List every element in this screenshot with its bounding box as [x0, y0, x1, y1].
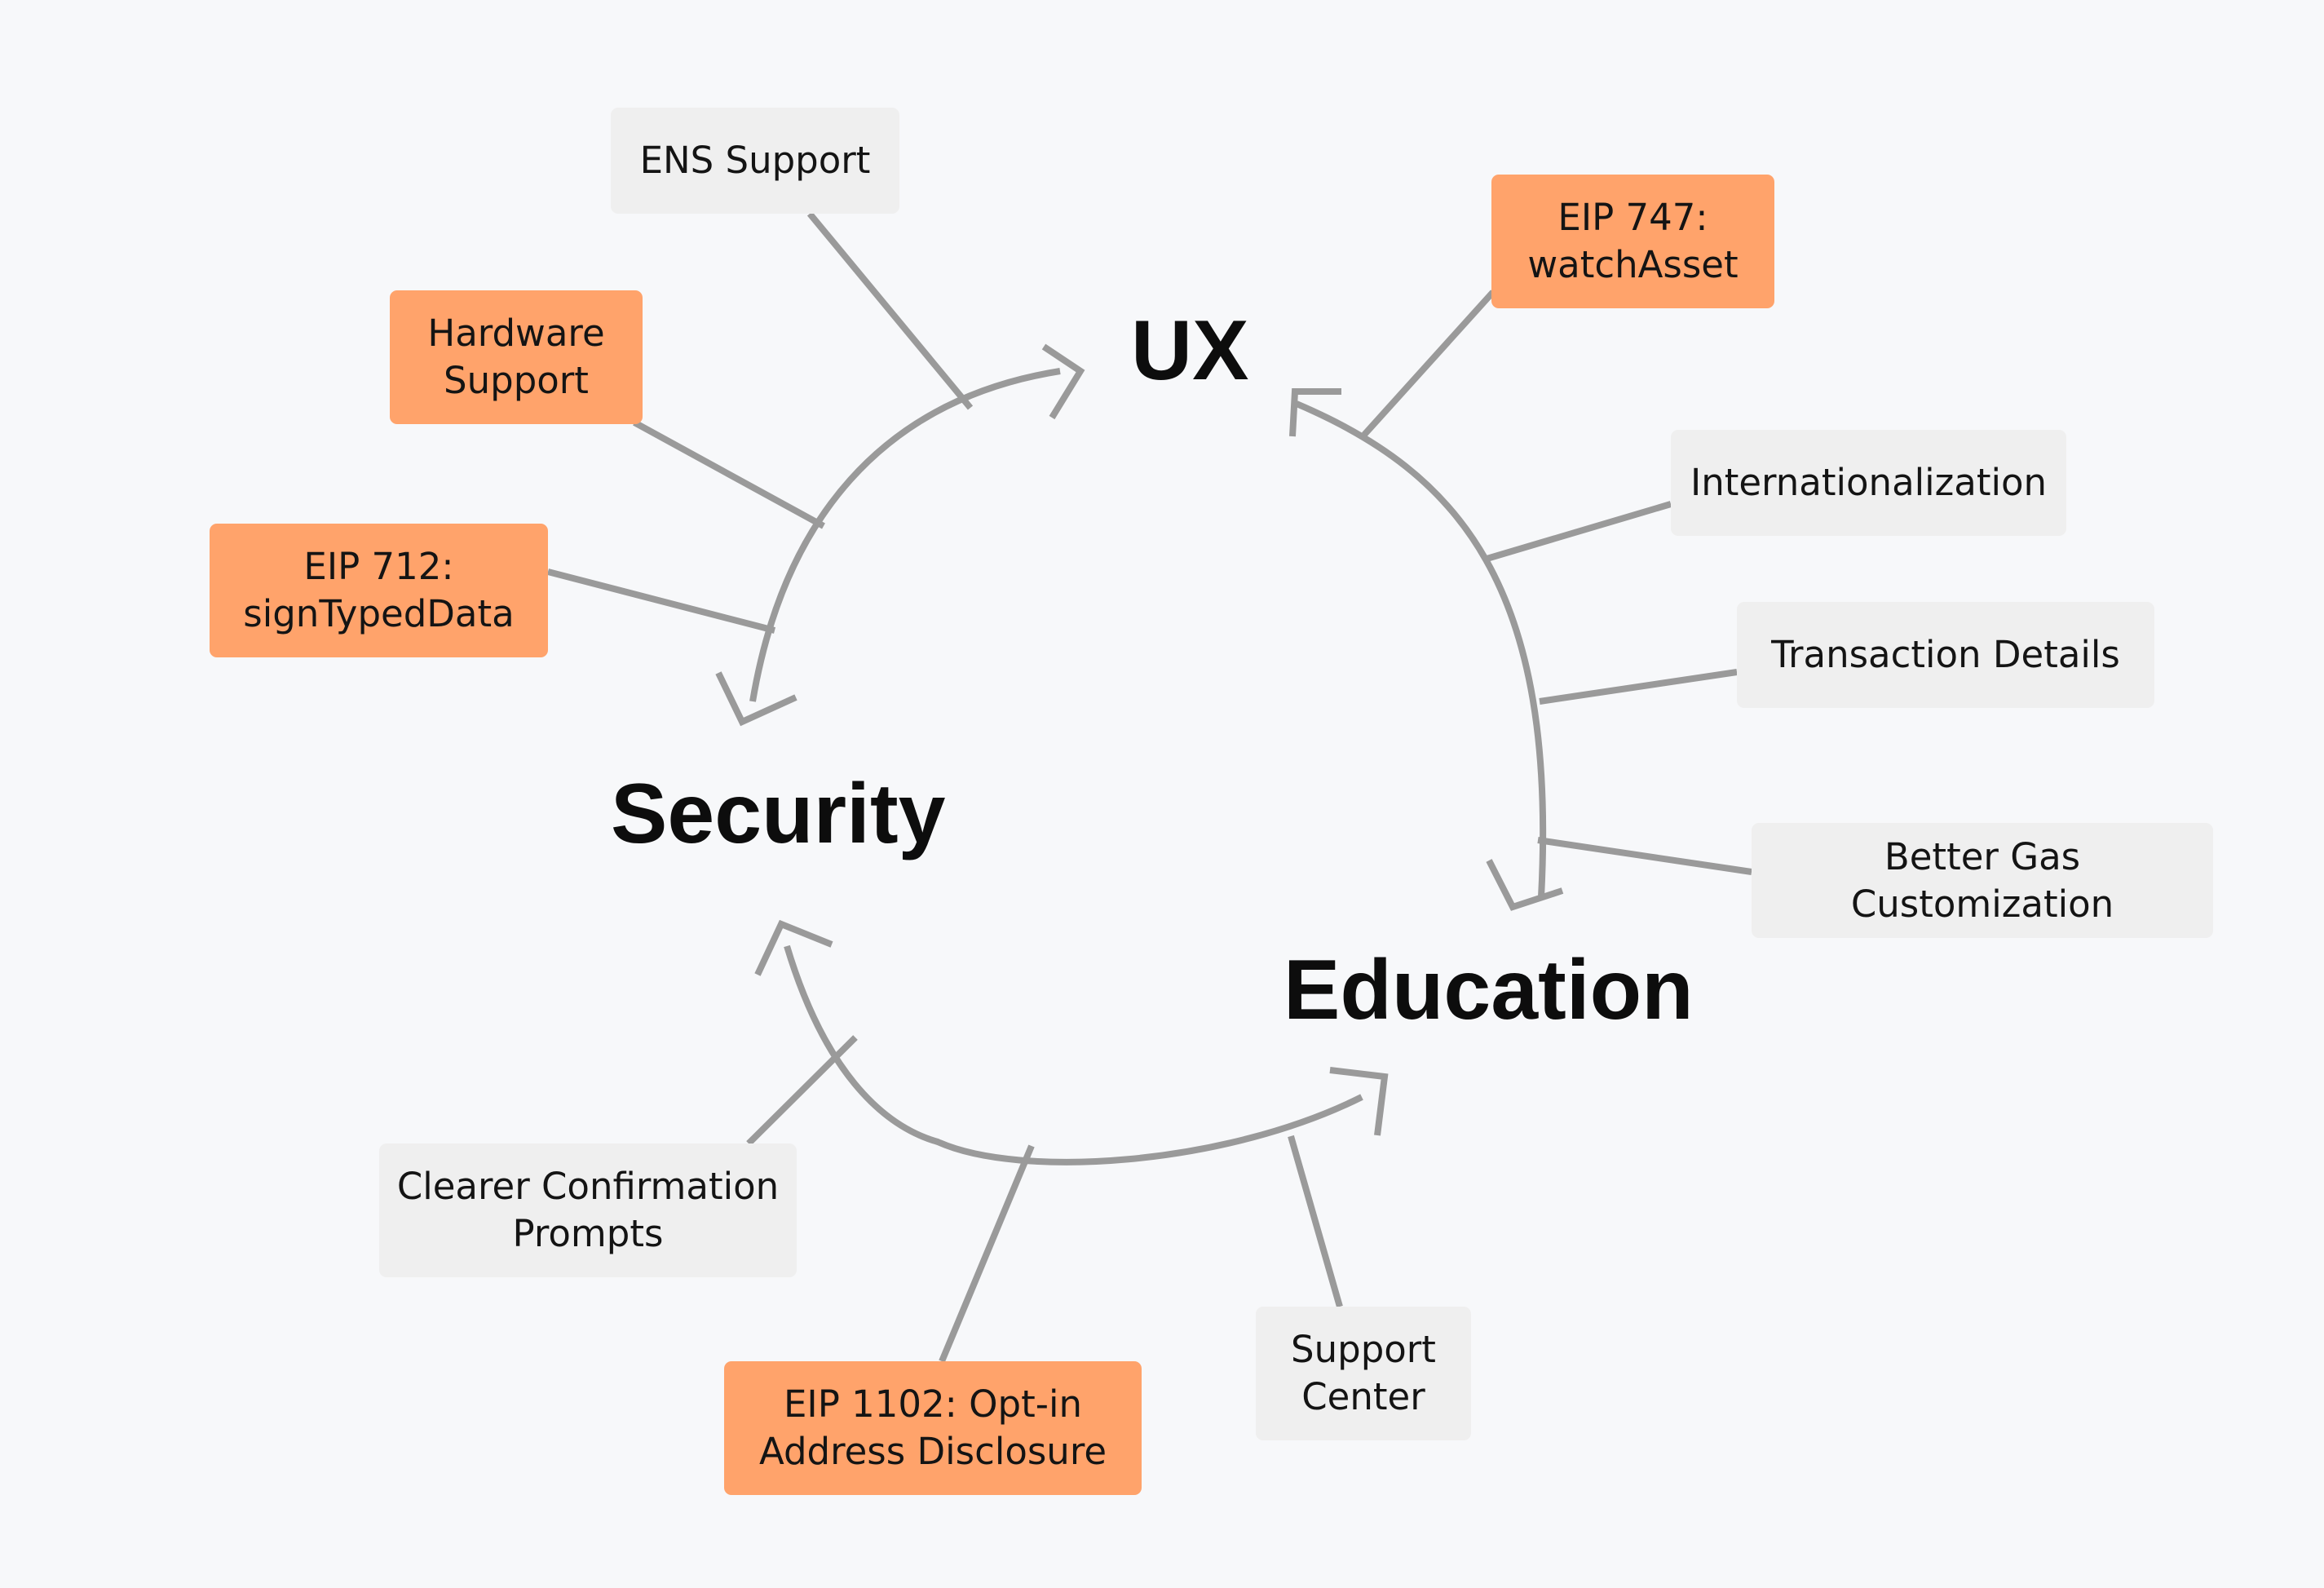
arrowhead-education [1486, 859, 1564, 911]
arrowhead-ux [1041, 343, 1085, 420]
connector-hardware [633, 419, 825, 529]
note-ens-support: ENS Support [611, 108, 899, 214]
arc-ux-to-education [1295, 400, 1547, 898]
note-clearer-confirmation-prompts: Clearer Confirmation Prompts [379, 1143, 797, 1277]
hub-ux: UX [1131, 303, 1249, 398]
note-transaction-details: Transaction Details [1737, 602, 2154, 708]
connector-txdetails [1539, 669, 1738, 705]
note-label: Better Gas Customization [1850, 834, 2114, 926]
connector-gas [1537, 837, 1752, 875]
note-eip-747: EIP 747: watchAsset [1491, 175, 1774, 308]
note-hardware-support: Hardware Support [390, 290, 643, 424]
note-label: EIP 747: watchAsset [1527, 196, 1739, 286]
note-eip-712: EIP 712: signTypedData [210, 524, 548, 657]
arrowhead-ux-right [1289, 388, 1341, 437]
arc-security-to-ux [749, 368, 1061, 702]
note-support-center: Support Center [1256, 1307, 1471, 1440]
note-label: Clearer Confirmation Prompts [396, 1165, 780, 1255]
arrowhead-security [715, 671, 797, 727]
connector-i18n [1482, 501, 1672, 563]
hub-education: Education [1284, 943, 1694, 1037]
arrowhead-security-lower [754, 919, 833, 976]
note-label: EIP 712: signTypedData [243, 545, 515, 635]
arc-education-to-security [784, 944, 1363, 1166]
note-eip-1102: EIP 1102: Opt-in Address Disclosure [724, 1361, 1142, 1495]
connector-eip1102 [939, 1144, 1035, 1363]
note-label: Internationalization [1690, 461, 2048, 505]
hub-security: Security [611, 767, 946, 861]
note-label: Support Center [1291, 1328, 1436, 1418]
note-label: Hardware Support [427, 312, 605, 402]
connector-ens [806, 211, 974, 410]
note-better-gas-customization: Better Gas Customization [1752, 823, 2213, 938]
connector-eip712 [546, 568, 776, 634]
arrowhead-education-lower [1329, 1067, 1389, 1136]
connector-eip747 [1362, 290, 1496, 437]
note-label: EIP 1102: Opt-in Address Disclosure [758, 1382, 1107, 1473]
note-label: ENS Support [639, 139, 871, 183]
note-internationalization: Internationalization [1671, 430, 2066, 536]
note-label: Transaction Details [1771, 633, 2120, 677]
connector-support [1288, 1135, 1343, 1308]
connector-clearer [746, 1035, 858, 1146]
